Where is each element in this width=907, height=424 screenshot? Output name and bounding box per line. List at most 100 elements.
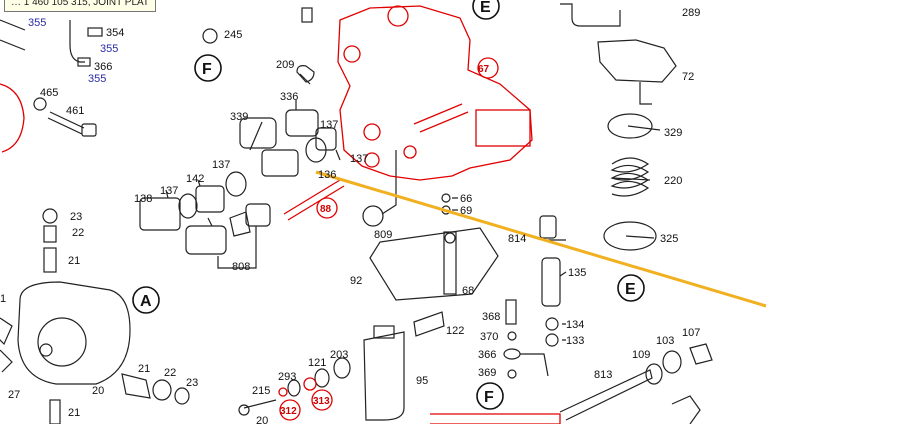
label-103: 103 — [656, 335, 674, 347]
label-368: 368 — [482, 311, 500, 323]
label-27: 27 — [8, 389, 20, 401]
spring-122 — [413, 311, 445, 337]
bracket-808 — [217, 226, 257, 269]
label-336: 336 — [280, 91, 298, 103]
callout-312: 312 — [280, 406, 297, 417]
callout-ring-312 — [279, 399, 301, 421]
bolt-461 — [47, 111, 85, 135]
washer-23b — [174, 387, 190, 405]
fitting-336 — [285, 109, 319, 137]
label-370: 370 — [480, 331, 498, 343]
fitting-137 — [261, 149, 299, 177]
seal-809 — [362, 205, 384, 227]
section-letter-F: F — [202, 61, 212, 78]
label-814: 814 — [508, 233, 526, 245]
part-note-tooltip: … 1 460 105 315, JOINT PLAT — [4, 0, 157, 12]
screw-top — [301, 7, 313, 23]
housing-port-4 — [403, 145, 417, 159]
washer-465 — [33, 97, 47, 111]
callout-88: 88 — [320, 204, 332, 215]
washer-23a — [42, 208, 58, 224]
red-part-bottom — [430, 413, 561, 424]
cam-hole — [39, 343, 53, 357]
housing-port-2 — [363, 123, 381, 141]
label-138: 138 — [134, 193, 152, 205]
label-137-a: 137 — [320, 119, 338, 131]
label-66: 66 — [460, 193, 472, 205]
washer-133 — [545, 333, 559, 347]
label-23-b: 23 — [186, 377, 198, 389]
label-137-d: 137 — [160, 185, 178, 197]
nut-107 — [689, 343, 713, 365]
nut-bottom — [671, 395, 701, 424]
section-markers — [132, 0, 645, 410]
section-letter-A: A — [140, 293, 152, 310]
valve-368 — [505, 299, 517, 325]
shaft-813 — [559, 369, 653, 421]
nut-293 — [287, 379, 301, 397]
housing-block — [475, 109, 531, 147]
label-95: 95 — [416, 375, 428, 387]
oring-313 — [303, 377, 317, 391]
marker-F-top — [194, 54, 222, 82]
label-69: 69 — [460, 205, 472, 217]
label-22-a: 22 — [72, 227, 84, 239]
washer-109 — [645, 363, 663, 385]
marker-A — [132, 286, 160, 314]
cam-hub — [37, 317, 87, 367]
label-21-a: 21 — [68, 255, 80, 267]
callout-ring-88 — [316, 197, 338, 219]
label-136: 136 — [318, 169, 336, 181]
label-133: 133 — [566, 335, 584, 347]
washer-134 — [545, 317, 559, 331]
label-354: 354 — [106, 27, 124, 39]
lever-72 — [597, 39, 677, 83]
label-293: 293 — [278, 371, 296, 383]
washer-137b — [178, 193, 198, 219]
section-letter-F-bottom: F — [484, 389, 494, 406]
label-355-c: 355 — [88, 73, 106, 85]
pin-21a — [43, 247, 57, 273]
label-137-c: 137 — [350, 153, 368, 165]
label-20-b: 20 — [256, 415, 268, 424]
cap-329 — [607, 113, 653, 139]
fitting-88 — [283, 179, 345, 221]
housing-cap — [387, 5, 409, 27]
pin-21c — [49, 399, 61, 424]
label-245: 245 — [224, 29, 242, 41]
label-809: 809 — [374, 229, 392, 241]
black-parts — [0, 3, 713, 424]
clip-808 — [229, 211, 251, 237]
bracket-95-top — [373, 325, 395, 339]
bracket-95 — [363, 331, 405, 421]
label-220: 220 — [664, 175, 682, 187]
label-369: 369 — [478, 367, 496, 379]
label-92: 92 — [350, 275, 362, 287]
label-72: 72 — [682, 71, 694, 83]
valve-135 — [541, 257, 561, 307]
label-21-c: 21 — [68, 407, 80, 419]
marker-E-right — [617, 274, 645, 302]
section-letter-E-right: E — [625, 281, 636, 298]
valve-814 — [539, 215, 557, 239]
label-355-a: 355 — [28, 17, 46, 29]
fitting-339 — [239, 117, 277, 149]
label-122: 122 — [446, 325, 464, 337]
callout-67: 67 — [478, 64, 490, 75]
pipe-354 — [69, 20, 85, 63]
oring-312 — [278, 387, 288, 397]
seal-137 — [305, 137, 327, 163]
part-1 — [0, 317, 13, 373]
callout-ring-313 — [311, 389, 333, 411]
label-355-b: 355 — [100, 43, 118, 55]
washer-66 — [441, 193, 451, 203]
callout-313: 313 — [313, 396, 330, 407]
label-23-a: 23 — [70, 211, 82, 223]
label-134: 134 — [566, 319, 584, 331]
housing-rod — [413, 103, 469, 133]
label-209: 209 — [276, 59, 294, 71]
ring-370 — [507, 331, 517, 341]
label-137-b: 137 — [212, 159, 230, 171]
